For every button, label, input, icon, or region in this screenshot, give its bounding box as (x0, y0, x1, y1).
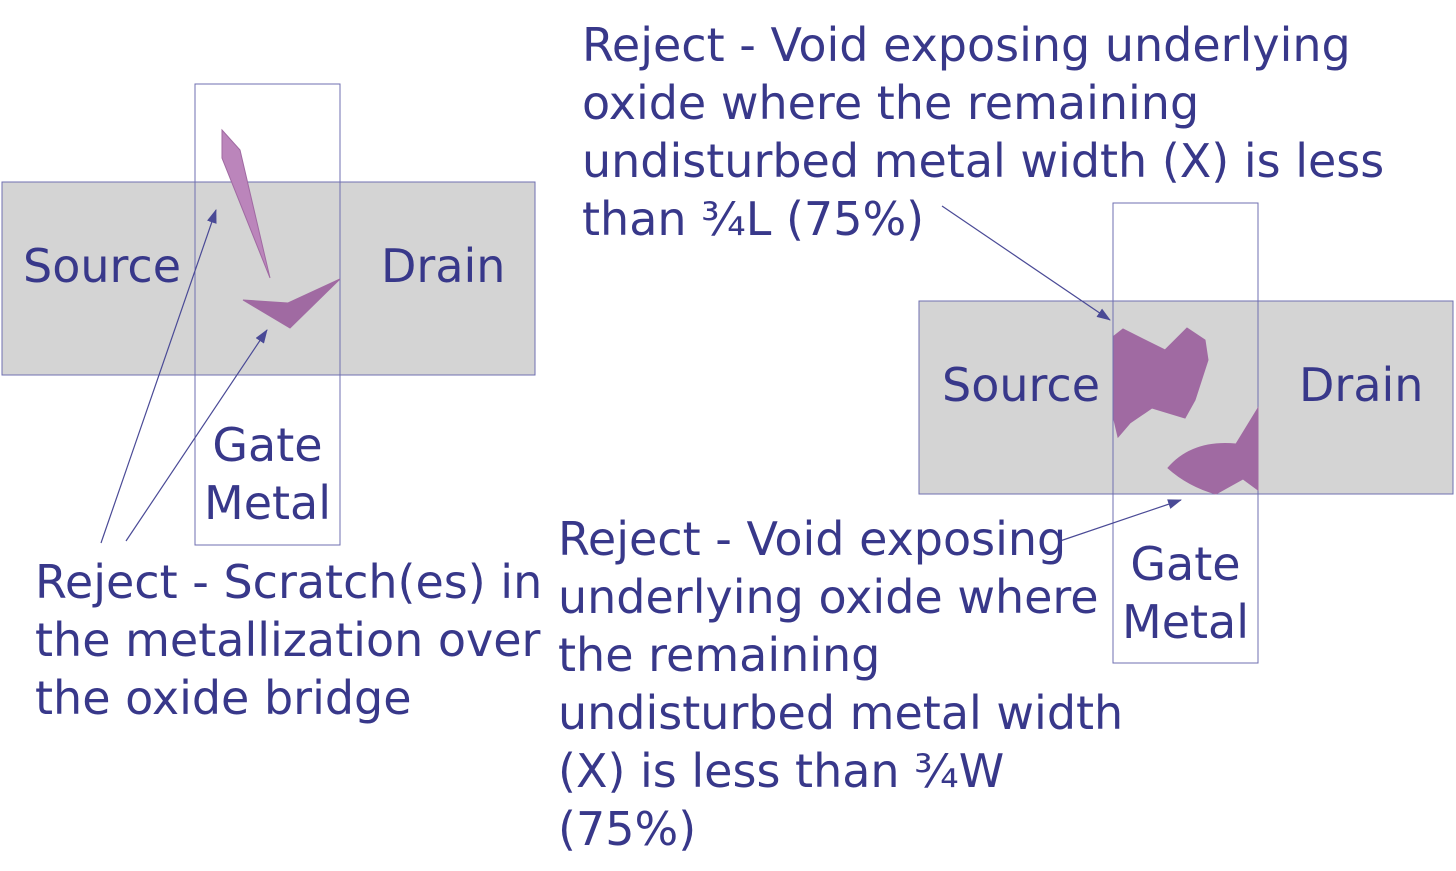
right-gate-metal-label: Gate Metal (1122, 537, 1249, 649)
left-drain-label: Drain (381, 239, 506, 293)
right-arrow-top-callout (941, 205, 1111, 321)
right-transistor (918, 202, 1454, 664)
right-bottom-callout: Reject - Void exposing underlying oxide … (558, 512, 1124, 856)
right-void-upper (1113, 327, 1209, 439)
right-drain-label: Drain (1299, 358, 1424, 412)
left-gate-metal-label: Gate Metal (204, 418, 331, 530)
left-gate-strip (194, 83, 341, 546)
right-arrow-bottom-callout (1059, 499, 1182, 542)
right-void-lower (1167, 406, 1259, 495)
left-arrow-to-lower-scratch (125, 329, 268, 542)
right-top-callout: Reject - Void exposing underlying oxide … (582, 18, 1385, 246)
left-scratch-lower (242, 278, 341, 329)
left-transistor (1, 83, 536, 546)
left-scratch-callout: Reject - Scratch(es) in the metallizatio… (35, 555, 543, 725)
left-scratch-upper (221, 128, 271, 279)
left-channel-bar (1, 181, 536, 376)
left-source-label: Source (23, 239, 181, 293)
left-arrow-to-upper-scratch (100, 209, 217, 544)
right-source-label: Source (942, 358, 1100, 412)
